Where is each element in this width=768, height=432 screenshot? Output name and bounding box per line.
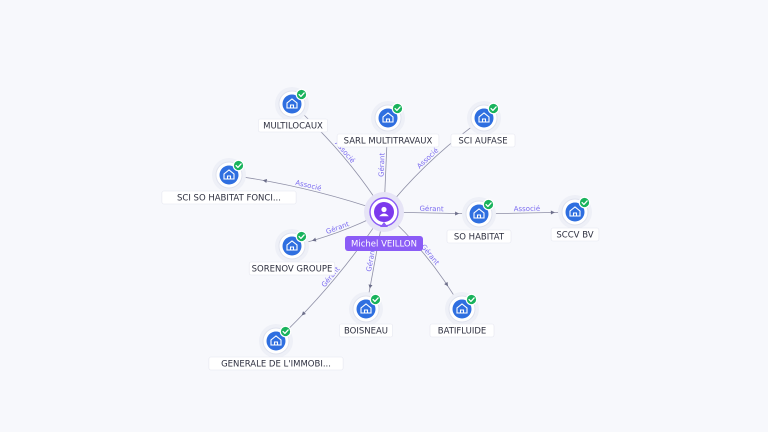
- verified-check-icon: [295, 88, 308, 101]
- company-name: BATIFLUIDE: [438, 327, 487, 337]
- company-name: BOISNEAU: [344, 327, 388, 337]
- company-node-boisneau[interactable]: BOISNEAU: [339, 292, 393, 338]
- node-disc: [282, 236, 302, 256]
- company-name: GENERALE DE L'IMMOBI...: [221, 360, 331, 370]
- node-disc: [378, 108, 398, 128]
- edge-arrow: [311, 237, 317, 242]
- company-node-multilocaux[interactable]: MULTILOCAUX: [257, 87, 328, 133]
- verified-check-icon: [295, 230, 308, 243]
- node-label-box: [336, 133, 440, 148]
- building-icon: [569, 206, 581, 217]
- node-label-box: [161, 190, 297, 205]
- building-icon: [382, 112, 394, 123]
- verified-check-icon: [232, 159, 245, 172]
- edge-arrow: [368, 284, 373, 289]
- verified-check-icon: [465, 293, 478, 306]
- building-icon: [456, 303, 468, 314]
- verified-check-icon: [578, 196, 591, 209]
- company-node-generale-immobi[interactable]: GENERALE DE L'IMMOBI...: [208, 324, 344, 371]
- building-icon: [270, 335, 282, 346]
- company-name: SORENOV GROUPE: [252, 265, 333, 275]
- building-icon: [360, 303, 372, 314]
- edge-arrow: [444, 281, 449, 287]
- node-label-box: [429, 323, 495, 338]
- verified-check-icon: [482, 198, 495, 211]
- edge-label: Gérant: [377, 152, 386, 177]
- company-node-sci-aufase[interactable]: SCI AUFASE: [450, 101, 516, 148]
- building-icon: [223, 169, 235, 180]
- center-person-node[interactable]: Michel VEILLON: [345, 192, 423, 251]
- company-node-so-habitat[interactable]: SO HABITAT: [446, 197, 512, 244]
- node-disc: [469, 204, 489, 224]
- company-name: SCI SO HABITAT FONCI...: [177, 194, 281, 204]
- building-icon: [473, 208, 485, 219]
- company-name: SCCV BV: [556, 231, 593, 241]
- center-label-pointer: [380, 222, 388, 227]
- building-icon: [478, 112, 490, 123]
- node-label-box: [208, 356, 344, 371]
- edge-arrow: [550, 210, 555, 215]
- edge-line: [275, 211, 385, 342]
- node-label-box: [339, 323, 393, 338]
- company-node-sci-so-habitat[interactable]: SCI SO HABITAT FONCI...: [161, 158, 297, 205]
- node-disc: [474, 108, 494, 128]
- edge-label: Gérant: [419, 205, 443, 214]
- edge-line: [383, 117, 485, 213]
- person-icon: [379, 206, 389, 217]
- node-disc: [565, 202, 585, 222]
- node-disc: [356, 299, 376, 319]
- node-disc: [266, 331, 286, 351]
- center-person-name: Michel VEILLON: [351, 240, 417, 250]
- building-icon: [286, 98, 298, 109]
- company-node-batifluide[interactable]: BATIFLUIDE: [429, 292, 495, 338]
- node-label-box: [550, 227, 600, 242]
- edge-arrow: [262, 179, 268, 183]
- company-name: SCI AUFASE: [458, 137, 507, 147]
- edge-label: Associé: [514, 205, 541, 214]
- edge-arrow: [455, 211, 460, 216]
- edge-label: Associé: [295, 179, 323, 193]
- edge-label: Gérant: [325, 220, 351, 236]
- edge-sci-aufase: Associé: [383, 117, 485, 213]
- company-node-sorenov-groupe[interactable]: SORENOV GROUPE: [248, 229, 336, 276]
- node-label-box: [450, 133, 516, 148]
- verified-check-icon: [369, 293, 382, 306]
- edge-label: Associé: [415, 146, 440, 170]
- node-disc: [452, 299, 472, 319]
- building-icon: [286, 240, 298, 251]
- verified-check-icon: [487, 102, 500, 115]
- center-label-box: [345, 236, 423, 251]
- company-node-sccv-bv[interactable]: SCCV BV: [550, 195, 600, 242]
- node-label-box: [248, 261, 336, 276]
- company-name: MULTILOCAUX: [263, 122, 323, 132]
- node-disc: [219, 165, 239, 185]
- verified-check-icon: [279, 325, 292, 338]
- company-node-sarl-multitravaux[interactable]: SARL MULTITRAVAUX: [336, 101, 440, 148]
- node-label-box: [446, 229, 512, 244]
- nodes-layer: MULTILOCAUX SARL MULTITRAVAUX SCI AUFASE SC…: [161, 87, 600, 371]
- verified-check-icon: [391, 102, 404, 115]
- company-name: SARL MULTITRAVAUX: [344, 137, 433, 147]
- edge-arrow: [301, 311, 306, 316]
- node-label-box: [257, 118, 328, 133]
- company-name: SO HABITAT: [454, 233, 505, 243]
- node-disc: [282, 94, 302, 114]
